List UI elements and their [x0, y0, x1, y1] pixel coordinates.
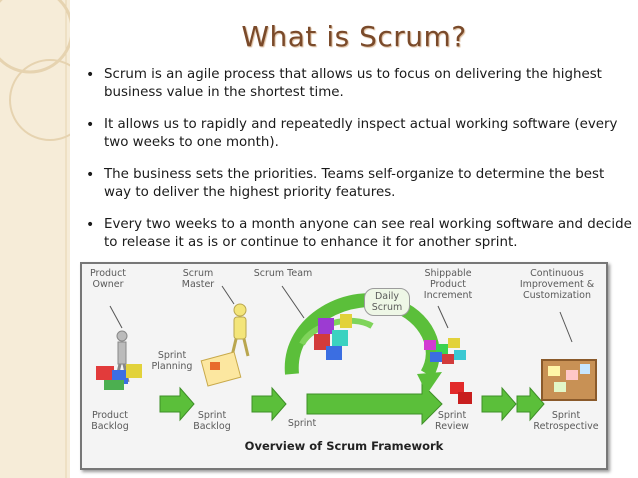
scrum-team-pieces: [314, 314, 352, 360]
diagram-graphics: [96, 285, 597, 426]
bullet-list: • Scrum is an agile process that allows u…: [86, 66, 634, 266]
bullet-item: • The business sets the priorities. Teams…: [86, 166, 634, 202]
label-sprint-backlog: Sprint Backlog: [193, 410, 231, 432]
label-daily-scrum: Daily Scrum: [364, 288, 410, 316]
flow-arrow-1: [159, 386, 195, 422]
label-scrum-master: Scrum Master: [181, 268, 215, 290]
label-product-owner: Product Owner: [89, 268, 127, 290]
label-product-backlog: Product Backlog: [91, 410, 129, 432]
flow-arrow-4: [516, 386, 545, 422]
label-sprint-retrospective: Sprint Retrospective: [533, 410, 599, 432]
sprint-backlog-card: [200, 351, 242, 387]
label-sprint: Sprint: [287, 418, 317, 429]
slide-title: What is Scrum?: [241, 20, 467, 53]
retrospective-board: [541, 359, 597, 401]
bullet-glyph: •: [86, 117, 95, 133]
flow-arrow-3: [481, 386, 517, 422]
scrum-master-figure: [230, 303, 250, 357]
sprint-review-pieces: [450, 382, 472, 404]
shippable-increment-pieces: [424, 338, 466, 364]
label-scrum-team: Scrum Team: [253, 268, 313, 279]
bullet-item: • Scrum is an agile process that allows u…: [86, 66, 634, 102]
bullet-text: It allows us to rapidly and repeatedly i…: [104, 117, 618, 150]
bullet-text: Scrum is an agile process that allows us…: [104, 67, 602, 100]
scrum-framework-diagram: Product Owner Scrum Master Scrum Team Da…: [80, 262, 608, 470]
sprint-arrow: [306, 382, 443, 426]
label-continuous-improvement: Continuous Improvement & Customization: [519, 268, 595, 301]
product-backlog-pieces: [96, 364, 142, 390]
bullet-glyph: •: [86, 67, 95, 83]
label-sprint-review: Sprint Review: [435, 410, 469, 432]
bullet-item: • It allows us to rapidly and repeatedly …: [86, 116, 634, 152]
bullet-item: • Every two weeks to a month anyone can s…: [86, 216, 634, 252]
flow-arrow-2: [251, 386, 287, 422]
bullet-glyph: •: [86, 167, 95, 183]
label-shippable-increment: Shippable Product Increment: [423, 268, 473, 301]
bullet-text: Every two weeks to a month anyone can se…: [104, 217, 632, 250]
bullet-text: The business sets the priorities. Teams …: [104, 167, 605, 200]
decorative-side-strip: [0, 0, 70, 478]
diagram-title: Overview of Scrum Framework: [244, 439, 444, 453]
label-sprint-planning: Sprint Planning: [151, 350, 193, 372]
bullet-glyph: •: [86, 217, 95, 233]
sprint-cycle-arrow: [284, 293, 440, 378]
